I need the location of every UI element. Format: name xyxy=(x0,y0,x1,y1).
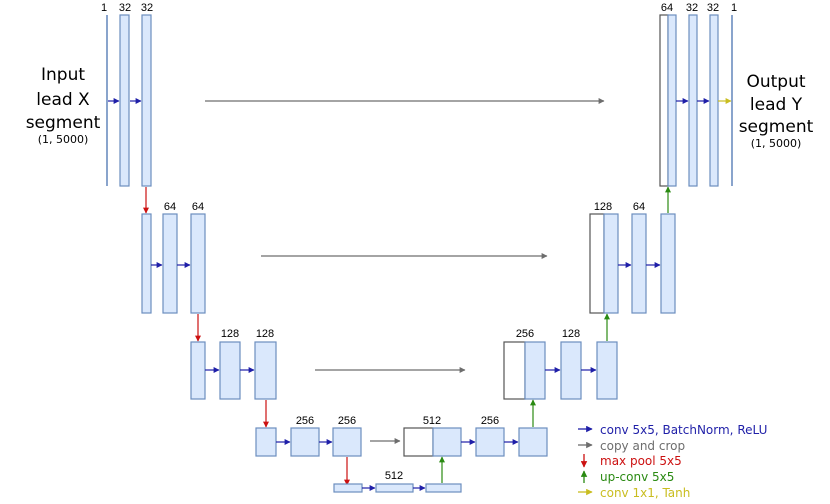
dec3-copy-block xyxy=(503,341,526,400)
enc1-ch-3: 32 xyxy=(141,2,153,14)
enc3-block-0 xyxy=(190,341,206,400)
dec3-ch-1: 256 xyxy=(516,328,534,340)
legend-item-conv: conv 5x5, BatchNorm, ReLU xyxy=(578,423,767,437)
legend-item-upconv: up-conv 5x5 xyxy=(580,470,674,484)
enc3-ch-1: 128 xyxy=(221,328,239,340)
enc4-block-0 xyxy=(255,427,277,457)
enc4-ch-1: 256 xyxy=(296,415,314,427)
legend-label-copy: copy and crop xyxy=(600,439,685,453)
dec1-block-2 xyxy=(709,14,719,187)
enc4-block-1 xyxy=(290,427,320,457)
enc2-block-1 xyxy=(162,213,178,314)
output-shape: (1, 5000) xyxy=(751,137,802,150)
enc4-ch-2: 256 xyxy=(338,415,356,427)
dec2-block-up xyxy=(603,213,619,314)
input-label: Input lead X segment (1, 5000) xyxy=(26,65,101,146)
legend: conv 5x5, BatchNorm, ReLU copy and crop … xyxy=(578,423,767,500)
enc2-block-2 xyxy=(190,213,206,314)
legend-item-final: conv 1x1, Tanh xyxy=(578,486,690,500)
enc2-ch-2: 64 xyxy=(192,201,204,213)
dec2-ch-2: 64 xyxy=(633,201,645,213)
output-line-1: Output xyxy=(746,72,805,92)
legend-label-conv: conv 5x5, BatchNorm, ReLU xyxy=(600,423,767,437)
output-line-2: lead Y xyxy=(750,95,803,115)
dec4-ch-2: 256 xyxy=(481,415,499,427)
output-line-3: segment xyxy=(739,117,814,137)
legend-label-pool: max pool 5x5 xyxy=(600,454,682,468)
legend-label-upconv: up-conv 5x5 xyxy=(600,470,674,484)
legend-item-pool: max pool 5x5 xyxy=(580,454,682,468)
dec3-block-up xyxy=(524,341,546,400)
output-label: Output lead Y segment (1, 5000) xyxy=(739,72,814,150)
dec4-copy-block xyxy=(403,427,434,457)
dec2-block-2 xyxy=(660,213,676,314)
dec1-ch-4: 1 xyxy=(731,2,737,14)
enc3-block-2 xyxy=(254,341,277,400)
dec4-block-2 xyxy=(518,427,548,457)
dec4-block-up xyxy=(432,427,462,457)
input-line-2: lead X xyxy=(36,90,90,110)
dec1-ch-3: 32 xyxy=(707,2,719,14)
bottleneck-ch: 512 xyxy=(385,470,403,482)
input-line-3: segment xyxy=(26,113,101,133)
dec1-block-1 xyxy=(688,14,698,187)
dec1-block-up xyxy=(667,14,677,187)
dec3-block-2 xyxy=(596,341,618,400)
enc3-ch-2: 128 xyxy=(256,328,274,340)
dec3-block-1 xyxy=(560,341,582,400)
enc3-block-1 xyxy=(219,341,241,400)
dec4-block-1 xyxy=(475,427,505,457)
dec1-copy-block xyxy=(659,14,669,187)
dec2-copy-block xyxy=(589,213,605,314)
bottleneck-block-0 xyxy=(333,483,363,493)
enc4-block-2 xyxy=(332,427,362,457)
enc2-ch-1: 64 xyxy=(164,201,176,213)
dec4-ch-1: 512 xyxy=(423,415,441,427)
enc1-block-1 xyxy=(119,14,130,187)
dec2-block-1 xyxy=(631,213,647,314)
legend-item-copy: copy and crop xyxy=(578,439,685,453)
input-line-1: Input xyxy=(41,65,85,85)
dec1-ch-1: 64 xyxy=(661,2,673,14)
enc2-block-0 xyxy=(141,213,152,314)
dec3-ch-2: 128 xyxy=(562,328,580,340)
enc1-ch-2: 32 xyxy=(119,2,131,14)
legend-label-final: conv 1x1, Tanh xyxy=(600,486,690,500)
enc1-ch-1: 1 xyxy=(101,2,107,14)
enc1-block-2 xyxy=(141,14,152,187)
bottleneck-block-1 xyxy=(375,483,414,493)
dec1-ch-2: 32 xyxy=(686,2,698,14)
dec2-ch-1: 128 xyxy=(594,201,612,213)
input-shape: (1, 5000) xyxy=(38,133,89,146)
bottleneck-block-2 xyxy=(425,483,462,493)
